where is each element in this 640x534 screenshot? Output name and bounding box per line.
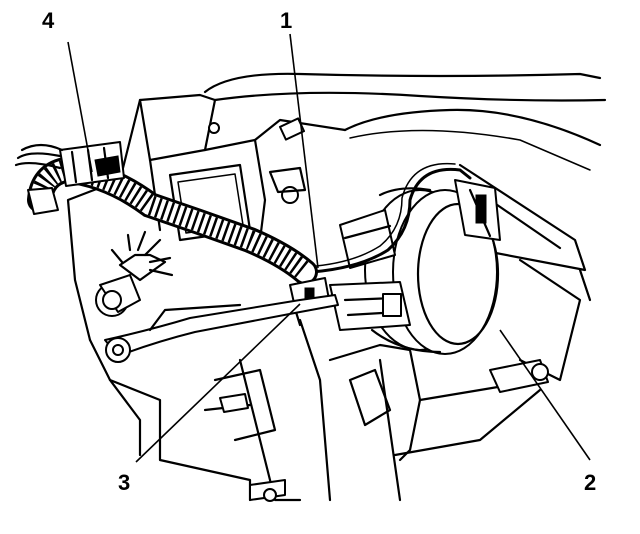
callout-3: 3 bbox=[118, 470, 130, 495]
callout-2: 2 bbox=[584, 470, 596, 495]
pivot-stud bbox=[95, 230, 174, 317]
callout-4: 4 bbox=[42, 8, 55, 33]
callout-1: 1 bbox=[280, 8, 292, 33]
leader-lines bbox=[67, 33, 591, 463]
corrugated-harness bbox=[27, 156, 318, 285]
vacuum-hose bbox=[310, 162, 472, 274]
leader-line-4 bbox=[67, 41, 93, 173]
leader-line-3 bbox=[135, 303, 301, 463]
leader-line-1 bbox=[289, 33, 319, 269]
vacuum-actuator bbox=[329, 179, 501, 355]
callout-labels: 1 2 3 4 bbox=[42, 8, 596, 495]
linkage-rod bbox=[104, 294, 339, 363]
leader-line-2 bbox=[499, 329, 591, 461]
electrical-connector bbox=[14, 141, 125, 187]
